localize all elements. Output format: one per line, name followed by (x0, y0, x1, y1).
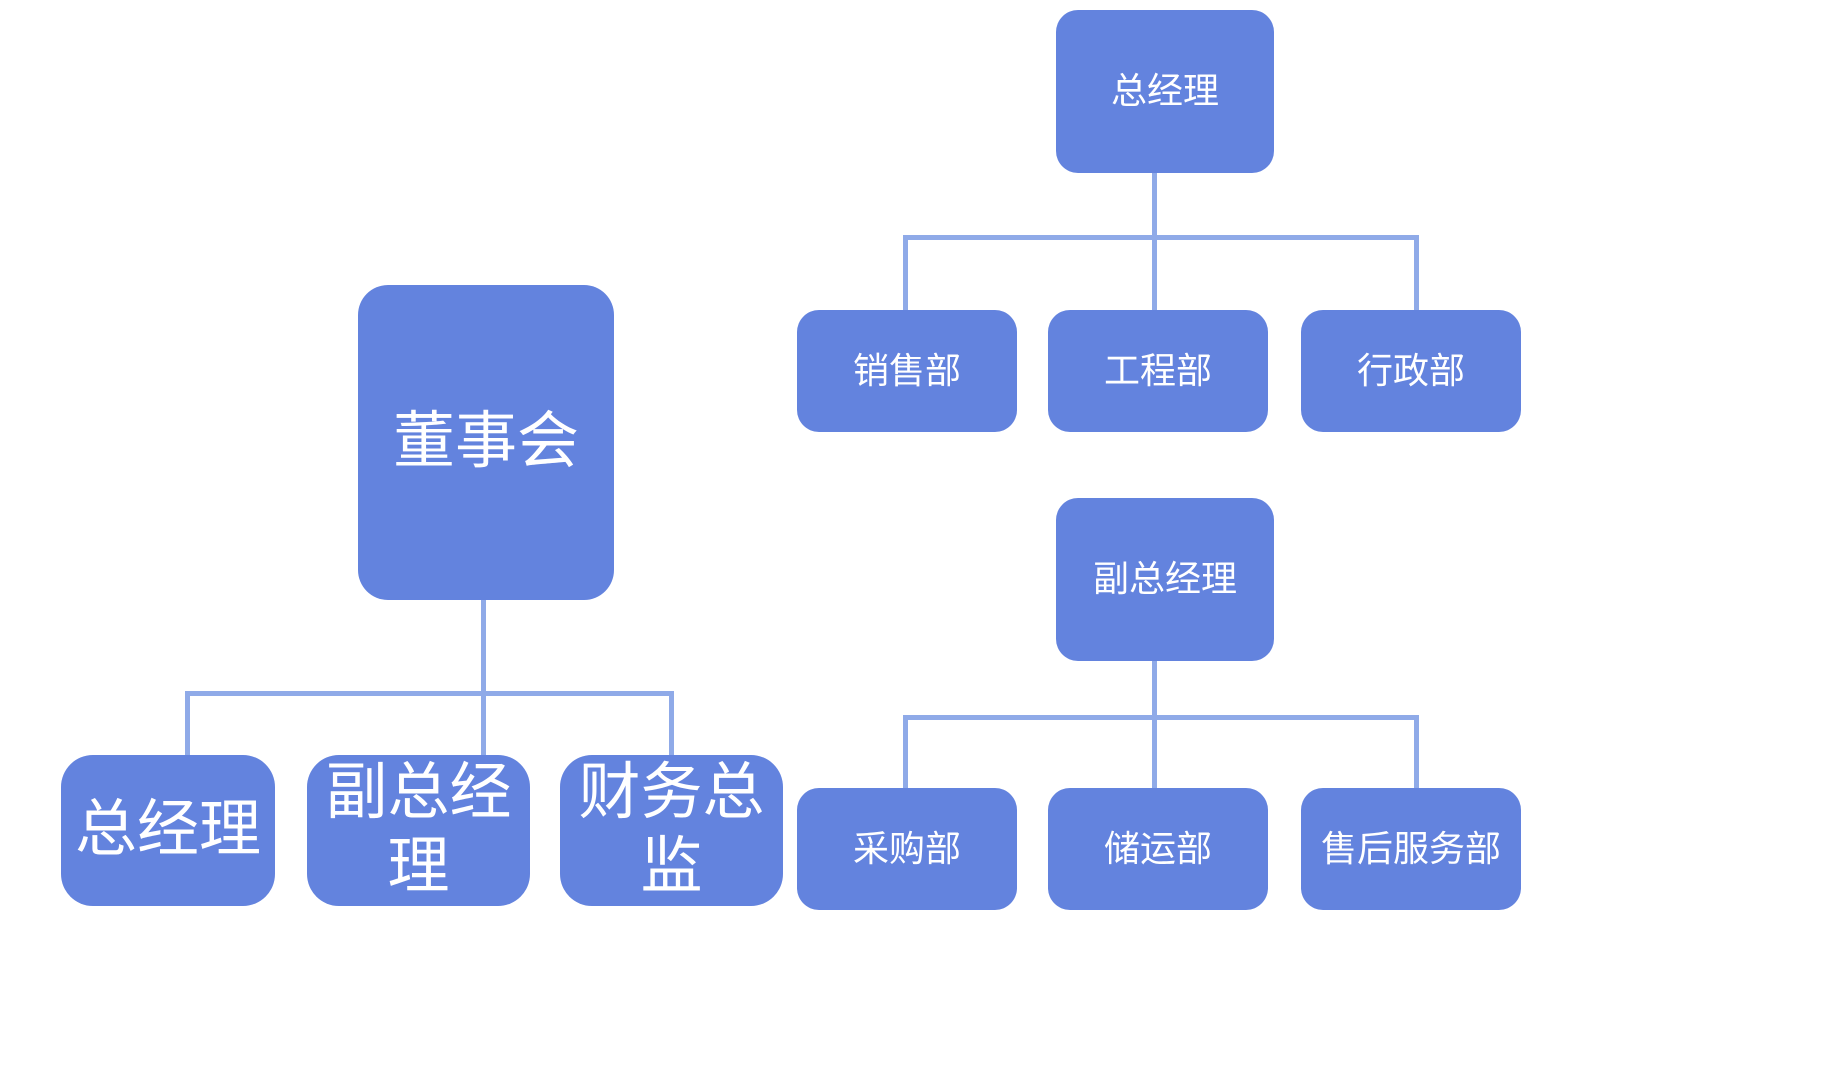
node-label: 副总经理 (1092, 559, 1237, 600)
connector-gm-stem (1152, 173, 1157, 237)
connector-dgm-drop-3 (1414, 715, 1419, 789)
connector-board-drop-3 (669, 691, 674, 757)
node-label: 储运部 (1103, 828, 1212, 869)
node-board-of-directors[interactable]: 董事会 (358, 285, 614, 600)
node-label: 工程部 (1103, 350, 1212, 391)
node-deputy-general-manager-left[interactable]: 副总经理 (307, 755, 530, 906)
connector-board-bus (185, 691, 674, 696)
node-finance-director[interactable]: 财务总监 (560, 755, 783, 906)
connector-gm-drop-3 (1414, 235, 1419, 311)
connector-dgm-stem (1152, 661, 1157, 717)
node-deputy-general-manager[interactable]: 副总经理 (1056, 498, 1274, 661)
connector-gm-drop-1 (903, 235, 908, 311)
node-procurement-department[interactable]: 采购部 (797, 788, 1017, 910)
connector-dgm-bus (903, 715, 1419, 720)
node-label: 销售部 (852, 350, 961, 391)
connector-gm-bus (903, 235, 1419, 240)
node-label: 总经理 (74, 795, 261, 864)
node-label: 售后服务部 (1320, 828, 1501, 869)
node-label: 财务总监 (578, 759, 765, 901)
node-engineering-department[interactable]: 工程部 (1048, 310, 1268, 432)
node-label: 副总经理 (325, 759, 512, 901)
connector-board-stem (481, 600, 486, 693)
node-storage-transport-department[interactable]: 储运部 (1048, 788, 1268, 910)
node-label: 总经理 (1110, 71, 1219, 112)
node-label: 行政部 (1356, 350, 1465, 391)
node-aftersales-service-department[interactable]: 售后服务部 (1301, 788, 1521, 910)
connector-gm-drop-2 (1152, 235, 1157, 311)
node-label: 采购部 (852, 828, 961, 869)
connector-dgm-drop-1 (903, 715, 908, 789)
node-sales-department[interactable]: 销售部 (797, 310, 1017, 432)
node-general-manager-left[interactable]: 总经理 (61, 755, 275, 906)
node-general-manager[interactable]: 总经理 (1056, 10, 1274, 173)
node-administration-department[interactable]: 行政部 (1301, 310, 1521, 432)
connector-board-drop-1 (185, 691, 190, 757)
connector-dgm-drop-2 (1152, 715, 1157, 789)
connector-board-drop-2 (481, 691, 486, 757)
node-label: 董事会 (392, 407, 579, 476)
